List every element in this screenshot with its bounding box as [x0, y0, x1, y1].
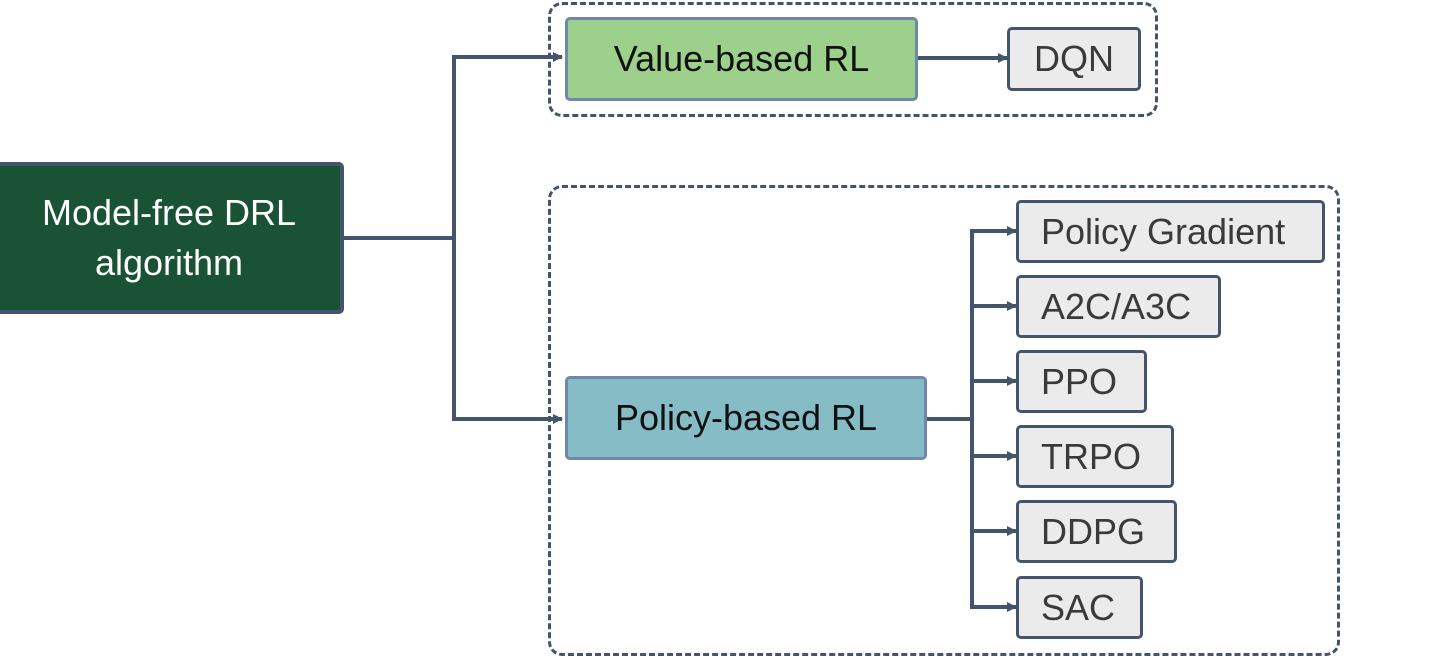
ddpg-node: DDPG [1016, 500, 1177, 563]
ddpg-label: DDPG [1041, 510, 1146, 552]
policy-gradient-label: Policy Gradient [1041, 210, 1286, 252]
policy-based-label: Policy-based RL [614, 397, 878, 438]
ppo-label: PPO [1041, 360, 1118, 402]
value-based-label: Value-based RL [613, 38, 870, 79]
a2c-a3c-node: A2C/A3C [1016, 275, 1221, 338]
sac-node: SAC [1016, 576, 1143, 639]
trpo-label: TRPO [1041, 435, 1142, 477]
policy-based-node: Policy-based RL [565, 376, 927, 460]
policy-gradient-node: Policy Gradient [1016, 200, 1325, 263]
trpo-node: TRPO [1016, 425, 1174, 488]
root-node-label: Model-free DRL algorithm [41, 191, 297, 283]
dqn-node: DQN [1007, 27, 1141, 91]
value-based-group [548, 2, 1158, 117]
root-node: Model-free DRL algorithm [0, 162, 344, 314]
sac-label: SAC [1041, 586, 1116, 628]
dqn-label: DQN [1034, 38, 1114, 79]
ppo-node: PPO [1016, 350, 1147, 413]
a2c-a3c-label: A2C/A3C [1041, 285, 1192, 327]
value-based-node: Value-based RL [565, 17, 918, 101]
